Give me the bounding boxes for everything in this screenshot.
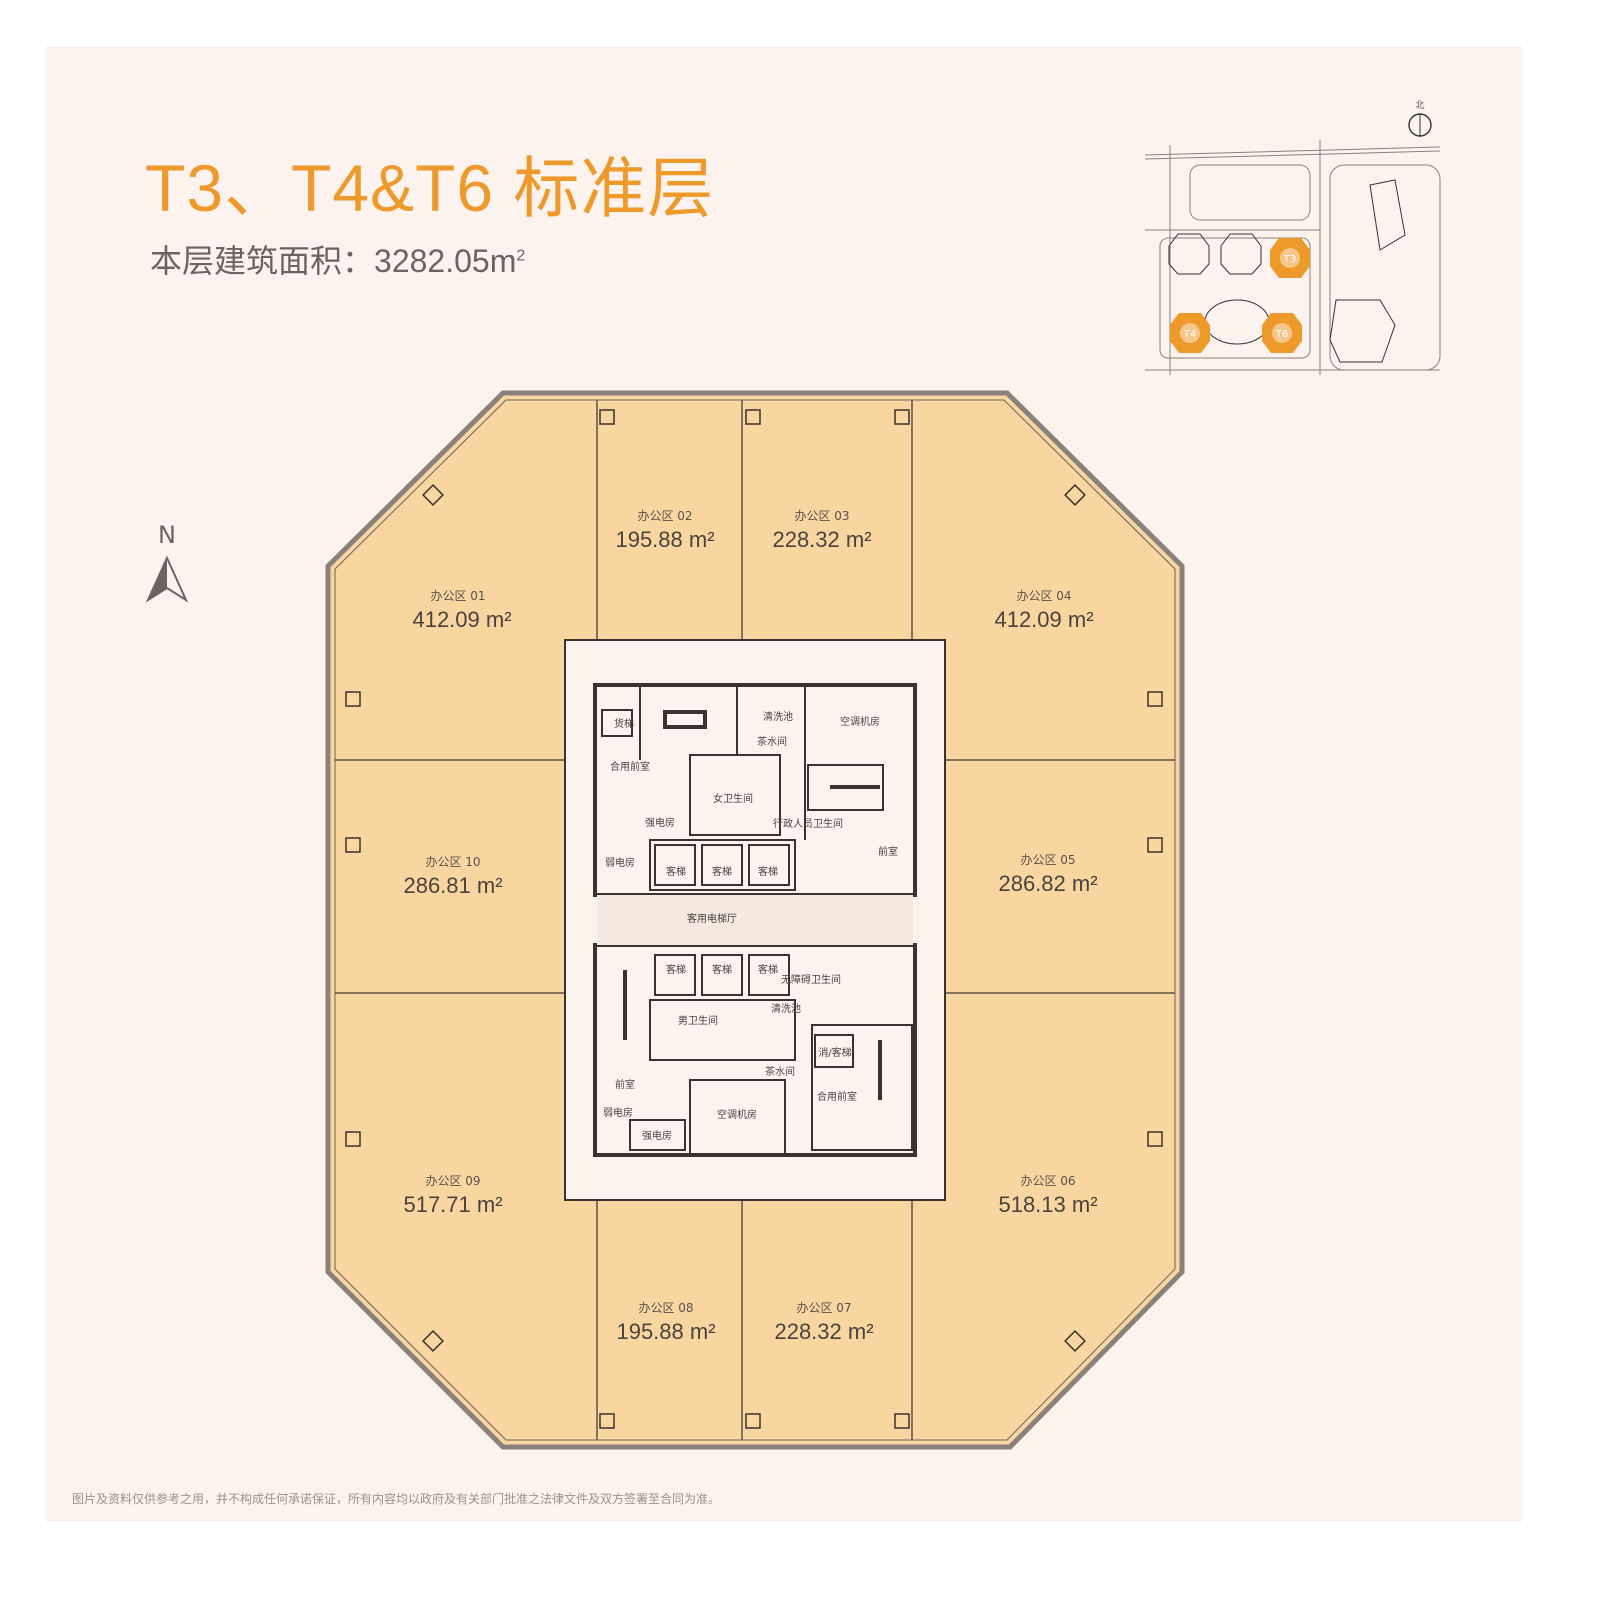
zone-03: 办公区 03 228.32 m² — [772, 508, 871, 552]
room-accessible-restroom: 无障碍卫生间 — [781, 973, 841, 986]
room-cleaning-sink: 清洗池 — [771, 1002, 801, 1015]
zone-name: 办公区 01 — [430, 588, 485, 603]
zone-area: 195.88 m² — [615, 527, 714, 552]
room-freight-elevator: 货梯 — [614, 717, 634, 730]
zone-07: 办公区 07 228.32 m² — [774, 1300, 873, 1344]
room-mens-restroom: 男卫生间 — [678, 1014, 718, 1027]
zone-area: 518.13 m² — [998, 1192, 1097, 1217]
core-labels: 货梯 合用前室 清洗池 茶水间 空调机房 女卫生间 强电房 弱电房 行政人员卫生… — [603, 710, 898, 1142]
disclaimer: 图片及资料仅供参考之用，并不构成任何承诺保证，所有内容均以政府及有关部门批准之法… — [72, 1492, 721, 1506]
site-towers: T3 T4 T6 — [1170, 238, 1310, 353]
zone-name: 办公区 03 — [794, 508, 849, 523]
site-tower-t3-label: T3 — [1283, 254, 1296, 265]
zone-name: 办公区 06 — [1020, 1173, 1075, 1188]
zone-09: 办公区 09 517.71 m² — [403, 1173, 502, 1217]
room-fire-elevator: 消/客梯 — [818, 1046, 851, 1059]
room-elevator-lobby: 客用电梯厅 — [687, 912, 737, 925]
zone-02: 办公区 02 195.88 m² — [615, 508, 714, 552]
site-tower-t3 — [1270, 238, 1310, 278]
area-unit-sup: 2 — [516, 247, 526, 265]
elevator-lobby — [597, 895, 913, 945]
site-tower-t6-label: T6 — [1275, 329, 1288, 340]
zone-name: 办公区 08 — [638, 1300, 693, 1315]
zone-01: 办公区 01 412.09 m² — [412, 588, 511, 632]
zone-area: 195.88 m² — [616, 1319, 715, 1344]
room-cleaning-sink: 清洗池 — [763, 710, 793, 723]
zone-area: 286.81 m² — [403, 873, 502, 898]
zone-08: 办公区 08 195.88 m² — [616, 1300, 715, 1344]
room-elevator: 客梯 — [712, 865, 732, 878]
zone-06: 办公区 06 518.13 m² — [998, 1173, 1097, 1217]
room-power: 强电房 — [645, 816, 675, 829]
room-shared-anteroom: 合用前室 — [610, 760, 650, 773]
room-pantry: 茶水间 — [765, 1065, 795, 1078]
zone-05: 办公区 05 286.82 m² — [998, 852, 1097, 896]
site-tower-t4 — [1170, 313, 1210, 353]
zone-04: 办公区 04 412.09 m² — [994, 588, 1093, 632]
room-ac: 空调机房 — [717, 1108, 757, 1121]
north-arrow-fill — [148, 558, 167, 600]
room-anteroom: 前室 — [615, 1078, 635, 1091]
room-womens-restroom: 女卫生间 — [713, 792, 753, 805]
site-north-label: 北 — [1415, 100, 1424, 111]
page-title: T3、T4&T6 标准层 — [145, 151, 715, 225]
room-shared-anteroom: 合用前室 — [817, 1090, 857, 1103]
room-elevator: 客梯 — [666, 865, 686, 878]
room-ac: 空调机房 — [840, 715, 880, 728]
office-partitions — [335, 400, 1175, 1440]
north-label: N — [158, 521, 176, 549]
floor-area: 本层建筑面积：3282.05m2 — [150, 236, 525, 282]
room-elevator: 客梯 — [666, 963, 686, 976]
zone-area: 412.09 m² — [994, 607, 1093, 632]
zone-name: 办公区 05 — [1020, 852, 1075, 867]
zone-area: 412.09 m² — [412, 607, 511, 632]
zone-area: 517.71 m² — [403, 1192, 502, 1217]
room-power: 强电房 — [642, 1129, 672, 1142]
room-pantry: 茶水间 — [757, 735, 787, 748]
zone-area: 228.32 m² — [772, 527, 871, 552]
curtain-wall — [334, 399, 1176, 1441]
site-tower-t4-label: T4 — [1183, 329, 1196, 340]
core-walls — [601, 687, 913, 1156]
zone-name: 办公区 10 — [425, 854, 480, 869]
zone-area: 228.32 m² — [774, 1319, 873, 1344]
floor-area-label: 本层建筑面积： — [150, 243, 375, 279]
columns — [345, 409, 1163, 1429]
core-south — [593, 943, 917, 1157]
office-zones: 办公区 01 412.09 m² 办公区 02 195.88 m² 办公区 03 22… — [403, 508, 1097, 1344]
zone-name: 办公区 02 — [637, 508, 692, 523]
room-elevator: 客梯 — [758, 963, 778, 976]
room-elevator: 客梯 — [712, 963, 732, 976]
site-tower-t6 — [1262, 313, 1302, 353]
zone-name: 办公区 07 — [796, 1300, 851, 1315]
room-anteroom: 前室 — [878, 845, 898, 858]
room-elevator: 客梯 — [758, 865, 778, 878]
room-weak-current: 弱电房 — [605, 856, 635, 869]
room-weak-current: 弱电房 — [603, 1106, 633, 1119]
area-unit: m — [489, 243, 517, 279]
zone-name: 办公区 09 — [425, 1173, 480, 1188]
zone-area: 286.82 m² — [998, 871, 1097, 896]
zone-10: 办公区 10 286.81 m² — [403, 854, 502, 898]
room-staff-restroom: 行政人员卫生间 — [773, 817, 843, 830]
zone-name: 办公区 04 — [1016, 588, 1071, 603]
floor-area-value: 3282.05 — [374, 243, 490, 279]
core-north — [593, 683, 917, 897]
